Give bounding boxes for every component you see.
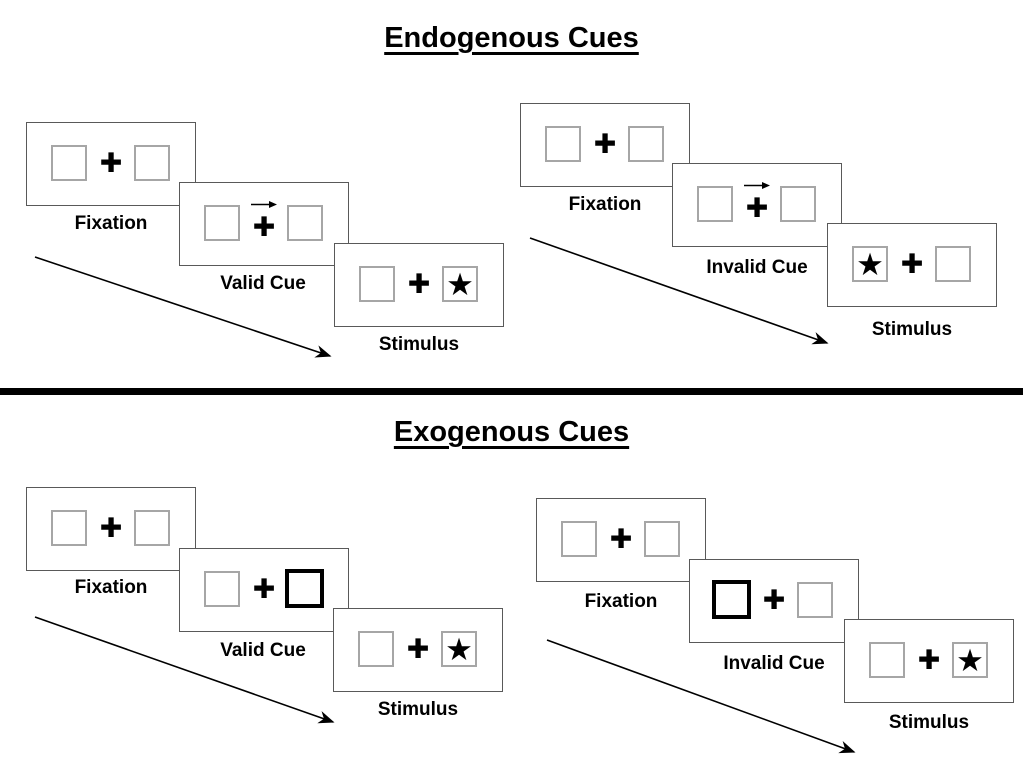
fixation-panel: ✚ <box>26 487 196 571</box>
fixation-panel: ✚ <box>26 122 196 206</box>
panel-label: Stimulus <box>378 334 460 355</box>
stimulus-panel: ★ ✚ <box>827 223 997 307</box>
cue-panel: ✚ <box>689 559 859 643</box>
fixation-cross-icon: ✚ <box>917 644 941 675</box>
panel-label: Invalid Cue <box>723 653 825 674</box>
right-placeholder-box <box>935 246 971 282</box>
left-placeholder-box <box>51 145 87 181</box>
cue-panel: ✚ <box>672 163 842 247</box>
cued-box <box>712 580 751 619</box>
right-placeholder-box <box>134 510 170 546</box>
right-arrow-icon <box>251 201 277 208</box>
left-placeholder-box <box>204 571 240 607</box>
left-placeholder-box <box>869 642 905 678</box>
star-target-icon: ★ <box>445 631 473 667</box>
fixation-panel: ✚ <box>520 103 690 187</box>
fixation-cross-icon: ✚ <box>99 147 123 178</box>
section-title: Endogenous Cues <box>384 22 639 54</box>
panel-label: Fixation <box>74 213 148 234</box>
timeline-arrow-icon <box>546 639 856 754</box>
panel-label: Stimulus <box>871 319 953 340</box>
stimulus-panel: ✚ ★ <box>844 619 1014 703</box>
fixation-cross-icon: ✚ <box>252 573 276 604</box>
left-placeholder-box <box>545 126 581 162</box>
right-target-box: ★ <box>442 266 478 302</box>
timeline-arrow-icon <box>34 256 332 358</box>
fixation-cross-icon: ✚ <box>252 212 276 243</box>
right-placeholder-box <box>134 145 170 181</box>
star-target-icon: ★ <box>856 246 884 282</box>
section-title: Exogenous Cues <box>393 416 630 448</box>
fixation-cross-icon: ✚ <box>593 128 617 159</box>
timeline-arrow-icon <box>529 237 829 345</box>
panel-label: Fixation <box>74 577 148 598</box>
left-placeholder-box <box>204 205 240 241</box>
left-placeholder-box <box>51 510 87 546</box>
stimulus-panel: ✚ ★ <box>333 608 503 692</box>
left-placeholder-box <box>358 631 394 667</box>
fixation-cross-icon: ✚ <box>609 523 633 554</box>
left-placeholder-box <box>561 521 597 557</box>
star-target-icon: ★ <box>956 642 984 678</box>
panel-label: Fixation <box>584 591 658 612</box>
fixation-cross-icon: ✚ <box>745 193 769 224</box>
panel-label: Stimulus <box>377 699 459 720</box>
right-placeholder-box <box>644 521 680 557</box>
right-placeholder-box <box>287 205 323 241</box>
stimulus-panel: ✚ ★ <box>334 243 504 327</box>
panel-label: Valid Cue <box>220 273 306 294</box>
right-target-box: ★ <box>441 631 477 667</box>
panel-label: Fixation <box>568 194 642 215</box>
section-divider <box>0 388 1023 395</box>
panel-label: Invalid Cue <box>706 257 808 278</box>
right-placeholder-box <box>628 126 664 162</box>
fixation-cross-icon: ✚ <box>406 633 430 664</box>
left-target-box: ★ <box>852 246 888 282</box>
fixation-cross-icon: ✚ <box>900 248 924 279</box>
timeline-arrow-icon <box>34 616 335 724</box>
fixation-cross-icon: ✚ <box>407 268 431 299</box>
panel-label: Valid Cue <box>220 640 306 661</box>
cue-panel: ✚ <box>179 182 349 266</box>
left-placeholder-box <box>359 266 395 302</box>
cue-panel: ✚ <box>179 548 349 632</box>
star-target-icon: ★ <box>446 266 474 302</box>
right-target-box: ★ <box>952 642 988 678</box>
fixation-cross-icon: ✚ <box>99 512 123 543</box>
fixation-cross-icon: ✚ <box>762 584 786 615</box>
right-placeholder-box <box>780 186 816 222</box>
left-placeholder-box <box>697 186 733 222</box>
right-placeholder-box <box>797 582 833 618</box>
fixation-panel: ✚ <box>536 498 706 582</box>
cued-box <box>285 569 324 608</box>
panel-label: Stimulus <box>888 712 970 733</box>
right-arrow-icon <box>744 182 770 189</box>
